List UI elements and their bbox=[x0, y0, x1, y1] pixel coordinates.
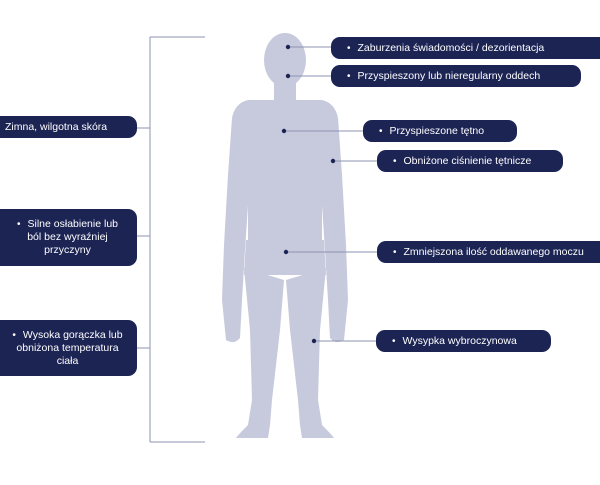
symptom-text: Obniżone ciśnienie tętnicze bbox=[403, 154, 532, 167]
right-connectors bbox=[284, 46, 377, 342]
symptom-text: Zaburzenia świadomości / dezorientacja bbox=[357, 41, 545, 54]
symptom-label-consciousness: • Zaburzenia świadomości / dezorientacja bbox=[331, 37, 600, 59]
bullet-icon: • bbox=[12, 329, 16, 341]
symptom-text: Przyspieszone tętno bbox=[389, 124, 485, 137]
symptom-label-blood-pressure: • Obniżone ciśnienie tętnicze bbox=[377, 150, 563, 172]
bullet-icon: • bbox=[347, 70, 351, 82]
human-silhouette-icon bbox=[222, 33, 348, 438]
connector-dot bbox=[281, 128, 287, 134]
connector-dot bbox=[285, 44, 291, 50]
bullet-icon: • bbox=[379, 125, 383, 137]
symptom-label-skin: Zimna, wilgotna skóra bbox=[0, 116, 137, 138]
symptom-label-heart-rate: • Przyspieszone tętno bbox=[363, 120, 517, 142]
symptom-text: Zimna, wilgotna skóra bbox=[5, 120, 108, 133]
symptom-label-weakness: • Silne osłabienie lub ból bez wyraźniej … bbox=[0, 209, 137, 266]
left-bracket bbox=[137, 36, 205, 443]
connector-dots bbox=[281, 44, 336, 344]
symptom-label-urine: • Zmniejszona ilość oddawanego moczu bbox=[377, 241, 600, 263]
bullet-icon: • bbox=[393, 155, 397, 167]
symptom-text: Zmniejszona ilość oddawanego moczu bbox=[403, 245, 584, 258]
symptom-text: Wysoka gorączka lub obniżona temperatura… bbox=[16, 328, 123, 367]
connector-dot bbox=[283, 249, 289, 255]
symptom-text: Przyspieszony lub nieregularny oddech bbox=[357, 69, 541, 82]
connector-dot bbox=[330, 158, 336, 164]
symptom-text: Wysypka wybroczynowa bbox=[402, 334, 517, 347]
symptom-label-fever: •Wysoka gorączka lub obniżona temperatur… bbox=[0, 320, 137, 376]
connector-dot bbox=[311, 338, 317, 344]
bullet-icon: • bbox=[347, 42, 351, 54]
bullet-icon: • bbox=[393, 246, 397, 258]
symptom-text: Silne osłabienie lub ból bez wyraźniej p… bbox=[27, 218, 118, 256]
connector-dot bbox=[285, 73, 291, 79]
symptom-label-breathing: • Przyspieszony lub nieregularny oddech bbox=[331, 65, 581, 87]
symptom-label-rash: • Wysypka wybroczynowa bbox=[376, 330, 551, 352]
bullet-icon: • bbox=[392, 335, 396, 347]
bullet-icon: • bbox=[17, 219, 21, 230]
